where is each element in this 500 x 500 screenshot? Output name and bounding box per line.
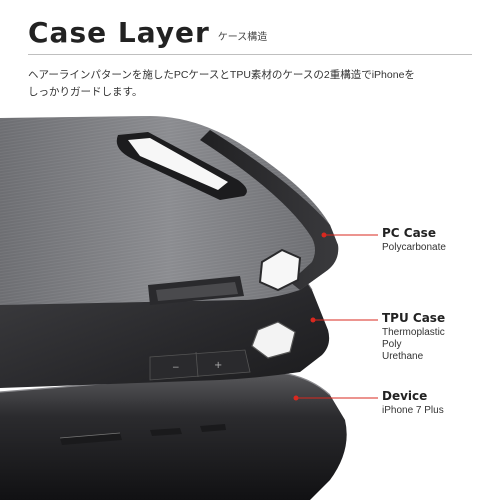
- callout-tpu-case-line: Urethane: [382, 351, 424, 362]
- volume-buttons: − +: [149, 349, 251, 381]
- minus-label: −: [172, 363, 180, 373]
- header: Case Layer ケース構造 ヘアーラインパターンを施したPCケースとTPU…: [28, 18, 478, 101]
- callout-pointers: [293, 232, 378, 401]
- callout-tpu-case: TPU Case Thermoplastic Poly Urethane: [382, 311, 445, 363]
- callout-tpu-case-lines: Thermoplastic Poly Urethane: [382, 327, 445, 363]
- callout-tpu-case-line: Thermoplastic: [382, 327, 445, 338]
- description-line-2: しっかりガードします。: [28, 86, 143, 98]
- plus-label: +: [214, 360, 222, 371]
- description: ヘアーラインパターンを施したPCケースとTPU素材のケースの2重構造でiPhon…: [28, 67, 448, 101]
- callout-device: Device iPhone 7 Plus: [382, 389, 444, 417]
- page-title: Case Layer: [28, 16, 210, 49]
- callout-device-subtitle: iPhone 7 Plus: [382, 405, 444, 416]
- page-subtitle: ケース構造: [217, 32, 268, 43]
- callout-pc-case-subtitle: Polycarbonate: [382, 242, 446, 253]
- callout-pc-case: PC Case Polycarbonate: [382, 226, 446, 254]
- camera-cutout: [116, 132, 247, 200]
- callout-tpu-case-title: TPU Case: [382, 311, 446, 325]
- description-line-1: ヘアーラインパターンを施したPCケースとTPU素材のケースの2重構造でiPhon…: [28, 69, 415, 81]
- callout-device-title: Device: [382, 389, 428, 403]
- pc-case-layer: [0, 116, 339, 305]
- callout-pc-case-title: PC Case: [382, 226, 436, 240]
- title-divider: [28, 54, 472, 55]
- callout-tpu-case-line: Poly: [382, 339, 402, 350]
- device-layer: [0, 370, 347, 500]
- title-row: Case Layer ケース構造: [28, 18, 478, 48]
